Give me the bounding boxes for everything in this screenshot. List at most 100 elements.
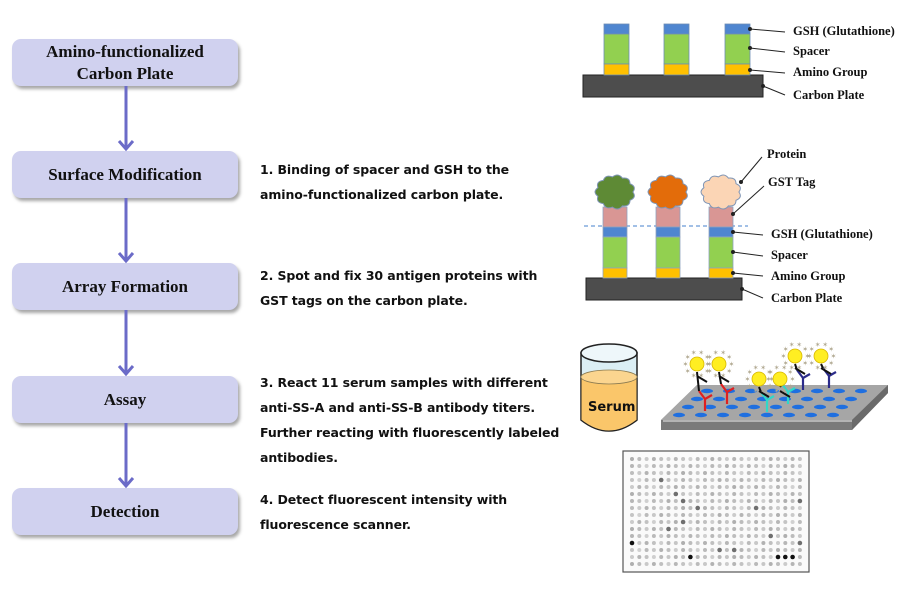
scan-spot: [776, 513, 780, 517]
step-description-1: 1. Binding of spacer and GSH to the amin…: [260, 157, 560, 207]
scan-spot: [681, 562, 686, 566]
scan-spot: [695, 527, 700, 531]
scan-spot: [703, 485, 707, 489]
scan-spot: [659, 513, 664, 517]
fluor-star: ✶: [753, 387, 759, 395]
scan-spot: [630, 513, 634, 517]
scan-spot: [768, 478, 773, 482]
scan-spot: [732, 506, 737, 510]
scan-spot: [717, 464, 722, 468]
scan-spot: [673, 541, 678, 545]
scan-spot: [797, 506, 802, 510]
scan-spot: [746, 541, 751, 545]
scan-spot: [717, 520, 722, 524]
scan-spot: [630, 506, 634, 510]
fluor-star: ✶: [815, 341, 821, 349]
fluor-star: ✶: [768, 368, 774, 376]
scan-spot: [659, 471, 664, 475]
fluor-star: ✶: [768, 383, 774, 391]
scan-spot: [673, 520, 678, 524]
scan-spot: [761, 527, 766, 531]
scan-spot: [768, 533, 773, 539]
fluor-star: ✶: [760, 387, 766, 395]
fluor-star: ✶: [783, 345, 789, 353]
scan-spot: [659, 464, 664, 468]
scan-spot: [739, 457, 744, 461]
scan-spot: [703, 457, 707, 461]
scan-spot: [776, 485, 780, 489]
scan-spot: [717, 457, 722, 461]
primary-antibody-arm: [698, 390, 706, 400]
scan-spot: [739, 520, 744, 524]
array-well: [805, 412, 817, 418]
antibody-complex: ✶✶✶✶✶✶✶✶✶✶: [781, 341, 811, 390]
fluor-star: ✶: [807, 353, 813, 361]
label-gst-tag: GST Tag: [768, 175, 816, 189]
flow-step-label: Assay: [103, 389, 147, 409]
array-well: [761, 412, 773, 418]
scan-spot: [695, 478, 700, 482]
scan-spot: [739, 506, 744, 510]
scan-spot: [754, 499, 759, 503]
scan-spot: [776, 499, 780, 503]
array-well: [748, 404, 760, 410]
scan-spot: [703, 541, 707, 545]
secondary-antibody: [718, 371, 722, 385]
scan-spot: [783, 562, 788, 566]
step-line: GST tags on the carbon plate.: [260, 293, 468, 308]
scan-spot: [790, 492, 795, 496]
scan-spot: [688, 478, 693, 482]
scan-spot: [629, 540, 635, 546]
scan-spot: [695, 541, 700, 545]
step-line: antibodies.: [260, 450, 338, 465]
array-well: [814, 404, 826, 410]
scan-spot: [724, 534, 729, 538]
fluor-star: ✶: [822, 341, 828, 349]
scan-spot: [739, 562, 744, 566]
flow-step-assay: Assay: [12, 376, 238, 423]
scan-spot: [768, 541, 773, 545]
array-well: [745, 388, 757, 394]
scan-spot: [761, 492, 766, 496]
scan-spot: [658, 477, 664, 483]
fluor-star: ✶: [805, 353, 811, 361]
scan-spot: [797, 513, 802, 517]
flow-step-label: Amino-functionalized: [46, 41, 204, 61]
array-well: [827, 412, 839, 418]
scan-spot: [739, 499, 744, 503]
scan-spot: [703, 534, 707, 538]
scan-spot: [717, 471, 722, 475]
scan-spot: [732, 471, 737, 475]
scan-spot: [644, 457, 649, 461]
scan-spot: [703, 562, 707, 566]
flow-step-array-formation: Array Formation: [12, 263, 238, 310]
scan-spot: [644, 520, 649, 524]
scan-spot: [768, 520, 773, 524]
scan-spot: [754, 562, 759, 566]
label-plate-2: Carbon Plate: [771, 291, 843, 305]
scan-spot: [659, 555, 664, 559]
array-well: [783, 412, 795, 418]
array-well: [770, 404, 782, 410]
scan-spot: [710, 499, 715, 503]
scan-spot: [651, 499, 656, 503]
scan-spot: [637, 548, 642, 552]
array-well: [704, 404, 716, 410]
scan-spot: [673, 478, 678, 482]
fluorophore: [787, 348, 803, 364]
scan-spot: [651, 520, 656, 524]
scan-spot: [783, 492, 788, 496]
scan-spot: [746, 478, 751, 482]
scan-spot: [695, 520, 700, 524]
scan-spot: [644, 499, 649, 503]
scan-spot: [797, 527, 802, 531]
flow-step-detection: Detection: [12, 488, 238, 535]
scan-spot: [710, 506, 715, 510]
scan-spot: [659, 506, 664, 510]
scan-spot: [673, 548, 678, 552]
fluor-star: ✶: [781, 364, 787, 372]
scan-spot: [659, 548, 664, 552]
scan-spot: [630, 464, 634, 468]
scan-spot: [776, 457, 780, 461]
